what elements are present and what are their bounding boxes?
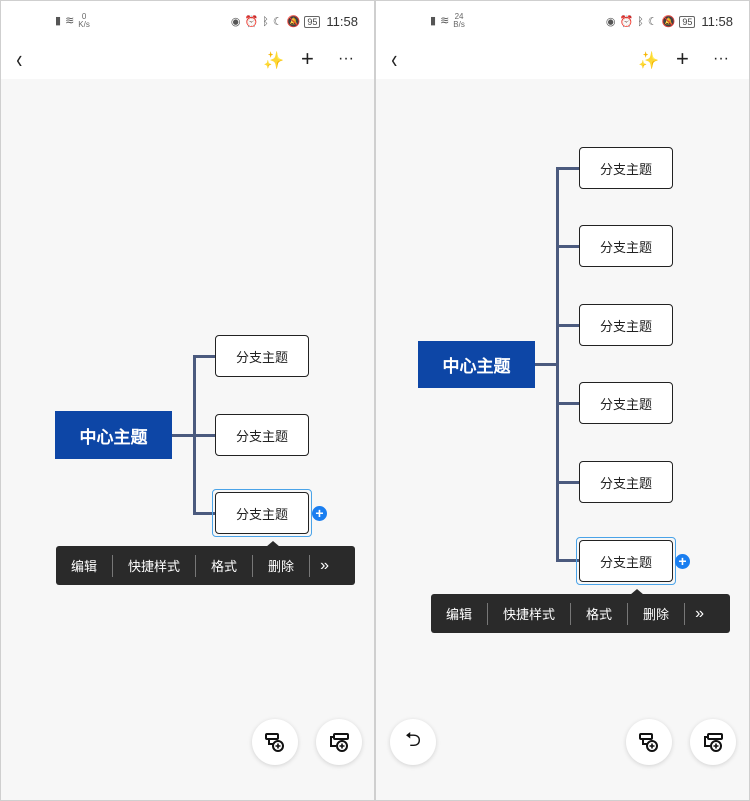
selection-outline (212, 489, 312, 537)
branch-topic[interactable]: 分支主题 (215, 335, 309, 377)
connector (535, 363, 558, 366)
branch-topic-selected[interactable]: 分支主题 (579, 540, 673, 582)
connector (172, 434, 195, 437)
undo-icon: ⮌ (404, 729, 422, 751)
add-sibling-topic-icon (330, 733, 349, 752)
menu-quick-style[interactable]: 快捷样式 (128, 559, 181, 574)
alert-icon: ▮ (55, 15, 62, 27)
more-icon[interactable]: ··· (713, 50, 729, 67)
menu-more[interactable]: » (320, 556, 329, 574)
connector (193, 434, 215, 437)
add-subtopic-icon (639, 733, 658, 752)
connector (556, 559, 579, 562)
alarm-icon: ⏰ (244, 15, 259, 28)
menu-quick-style[interactable]: 快捷样式 (503, 607, 556, 622)
bluetooth-icon: ᛒ (262, 15, 269, 28)
connector (193, 512, 215, 515)
divider (570, 602, 572, 625)
add-subtopic-button[interactable] (626, 719, 672, 765)
menu-pointer (266, 541, 280, 547)
add-subtopic-icon[interactable]: + (312, 506, 327, 521)
battery-icon: 95 (304, 15, 321, 28)
mute-icon: 🔕 (286, 15, 301, 28)
eye-icon: ◉ (605, 15, 616, 28)
add-sibling-topic-button[interactable] (316, 719, 362, 765)
wifi-icon: ≋ (440, 15, 450, 27)
divider (309, 554, 311, 577)
divider (684, 602, 686, 625)
eye-icon: ◉ (230, 15, 241, 28)
add-subtopic-button[interactable] (252, 719, 298, 765)
connector (193, 355, 215, 358)
battery-icon: 95 (679, 15, 696, 28)
net-speed-unit: K/s (78, 20, 90, 29)
more-icon[interactable]: ··· (338, 50, 354, 67)
branch-topic[interactable]: 分支主题 (579, 225, 673, 267)
mute-icon: 🔕 (661, 15, 676, 28)
branch-topic[interactable]: 分支主题 (579, 461, 673, 503)
divider (112, 554, 114, 577)
add-icon[interactable]: + (301, 46, 314, 71)
net-speed-value: 24 (454, 12, 464, 21)
context-menu: 编辑 快捷样式 格式 删除 » (56, 546, 355, 585)
clock: 11:58 (326, 14, 358, 29)
moon-icon: ☾ (647, 15, 658, 28)
branch-topic[interactable]: 分支主题 (579, 304, 673, 346)
menu-edit[interactable]: 编辑 (71, 559, 98, 574)
branch-topic[interactable]: 分支主题 (579, 147, 673, 189)
divider (252, 554, 254, 577)
menu-format[interactable]: 格式 (586, 607, 613, 622)
back-icon[interactable]: ‹ (391, 44, 398, 74)
connector (556, 167, 559, 562)
add-icon[interactable]: + (676, 46, 689, 71)
divider (195, 554, 197, 577)
add-subtopic-icon[interactable]: + (675, 554, 690, 569)
branch-topic[interactable]: 分支主题 (215, 414, 309, 456)
net-speed-unit: B/s (453, 20, 465, 29)
connector (556, 167, 579, 170)
alarm-icon: ⏰ (619, 15, 634, 28)
connector (556, 402, 579, 405)
toolbar: ‹ ✨ + ··· (1, 41, 374, 79)
alert-icon: ▮ (430, 15, 437, 27)
branch-topic[interactable]: 分支主题 (579, 382, 673, 424)
divider (627, 602, 629, 625)
menu-delete[interactable]: 删除 (643, 607, 670, 622)
magic-wand-icon[interactable]: ✨ (638, 51, 660, 70)
connector (556, 481, 579, 484)
bluetooth-icon: ᛒ (637, 15, 644, 28)
connector (556, 245, 579, 248)
back-icon[interactable]: ‹ (16, 44, 23, 74)
branch-topic-selected[interactable]: 分支主题 (215, 492, 309, 534)
undo-button[interactable]: ⮌ (390, 719, 436, 765)
menu-edit[interactable]: 编辑 (446, 607, 473, 622)
menu-format[interactable]: 格式 (211, 559, 238, 574)
magic-wand-icon[interactable]: ✨ (263, 51, 285, 70)
menu-pointer (630, 589, 644, 595)
connector (556, 324, 579, 327)
divider (487, 602, 489, 625)
net-speed-value: 0 (81, 12, 87, 21)
context-menu: 编辑 快捷样式 格式 删除 » (431, 594, 730, 633)
central-topic[interactable]: 中心主题 (418, 341, 535, 388)
menu-delete[interactable]: 删除 (268, 559, 295, 574)
clock: 11:58 (701, 14, 733, 29)
central-topic[interactable]: 中心主题 (55, 411, 172, 459)
add-subtopic-icon (265, 733, 284, 752)
wifi-icon: ≋ (65, 15, 75, 27)
add-sibling-topic-button[interactable] (690, 719, 736, 765)
moon-icon: ☾ (272, 15, 283, 28)
add-sibling-topic-icon (704, 733, 723, 752)
toolbar: ‹ ✨ + ··· (376, 41, 749, 79)
menu-more[interactable]: » (695, 604, 704, 622)
